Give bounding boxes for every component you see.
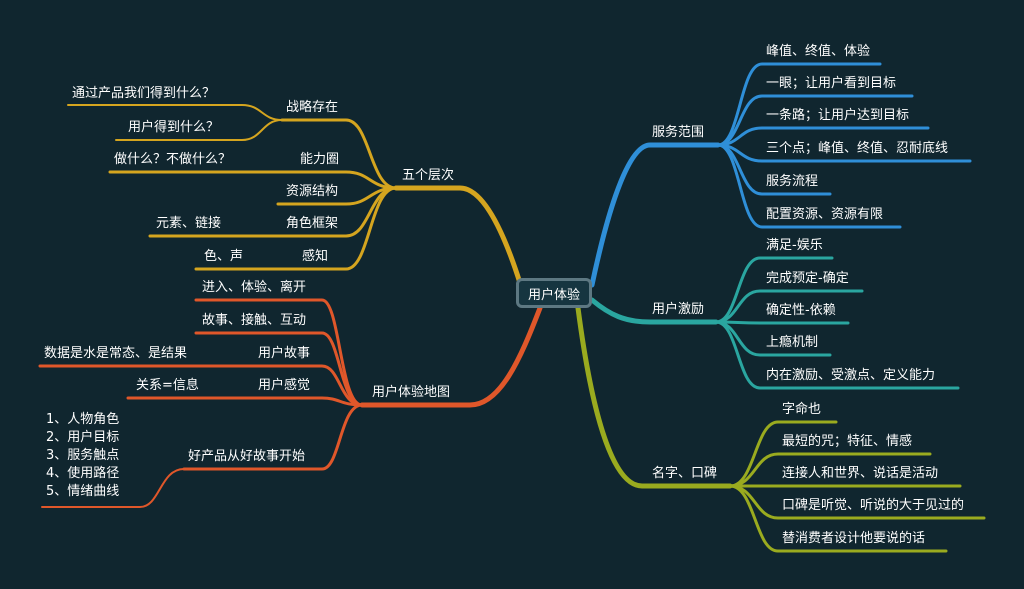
branch-five-levels-lines — [67, 104, 523, 286]
branch-user-incentive[interactable]: 用户激励 — [652, 302, 705, 317]
user-incentive-item[interactable]: 内在激励、受激点、定义能力 — [766, 368, 936, 383]
capability-item[interactable]: 做什么？不做什么？ — [114, 152, 232, 167]
strategy-item[interactable]: 通过产品我们得到什么？ — [72, 86, 216, 101]
branch-experience-map-lines — [38, 298, 543, 508]
good-product-list[interactable]: 1、人物角色 2、用户目标 3、服务触点 4、使用路径 5、情绪曲线 — [46, 411, 119, 501]
five-levels-role[interactable]: 角色框架 — [286, 216, 339, 231]
good-product-item: 3、服务触点 — [46, 448, 120, 463]
branch-service-scope-lines — [589, 62, 972, 288]
name-reputation-item[interactable]: 替消费者设计他要说的话 — [782, 531, 926, 546]
branch-experience-map[interactable]: 用户体验地图 — [372, 385, 451, 400]
user-incentive-item[interactable]: 上瘾机制 — [766, 335, 819, 350]
user-feeling-item[interactable]: 关系=信息 — [136, 378, 199, 393]
good-product-item: 4、使用路径 — [46, 466, 120, 481]
five-levels-perception[interactable]: 感知 — [302, 249, 329, 264]
service-scope-item[interactable]: 一条路；让用户达到目标 — [766, 108, 910, 123]
service-scope-item[interactable]: 配置资源、资源有限 — [766, 207, 884, 222]
good-product-item: 2、用户目标 — [46, 430, 120, 445]
experience-map-user-feeling[interactable]: 用户感觉 — [258, 378, 311, 393]
name-reputation-item[interactable]: 最短的咒；特征、情感 — [782, 434, 913, 449]
branch-service-scope[interactable]: 服务范围 — [652, 125, 705, 140]
root-node[interactable]: 用户体验 — [516, 278, 592, 308]
service-scope-item[interactable]: 三个点；峰值、终值、忍耐底线 — [766, 141, 949, 156]
experience-map-story-contact[interactable]: 故事、接触、互动 — [202, 313, 307, 328]
user-incentive-item[interactable]: 完成预定-确定 — [766, 271, 849, 286]
good-product-item: 1、人物角色 — [46, 412, 120, 427]
branch-name-reputation-lines — [575, 305, 986, 553]
name-reputation-item[interactable]: 连接人和世界、说话是活动 — [782, 466, 939, 481]
user-incentive-item[interactable]: 满足-娱乐 — [766, 238, 823, 253]
user-incentive-item[interactable]: 确定性-依赖 — [766, 303, 836, 318]
five-levels-strategy[interactable]: 战略存在 — [286, 100, 339, 115]
service-scope-item[interactable]: 峰值、终值、体验 — [766, 44, 871, 59]
experience-map-good-product[interactable]: 好产品从好故事开始 — [188, 449, 306, 464]
experience-map-user-story[interactable]: 用户故事 — [258, 346, 311, 361]
good-product-item: 5、情绪曲线 — [46, 484, 120, 499]
service-scope-item[interactable]: 服务流程 — [766, 174, 819, 189]
experience-map-enter[interactable]: 进入、体验、离开 — [202, 280, 307, 295]
five-levels-resource[interactable]: 资源结构 — [286, 184, 339, 199]
branch-user-incentive-lines — [589, 256, 960, 390]
user-story-item[interactable]: 数据是水是常态、是结果 — [44, 346, 188, 361]
role-item[interactable]: 元素、链接 — [156, 216, 222, 231]
strategy-item[interactable]: 用户得到什么？ — [128, 120, 220, 135]
five-levels-capability[interactable]: 能力圈 — [300, 152, 340, 167]
branch-name-reputation[interactable]: 名字、口碑 — [652, 466, 718, 481]
service-scope-item[interactable]: 一眼；让用户看到目标 — [766, 76, 897, 91]
branch-five-levels[interactable]: 五个层次 — [402, 168, 455, 183]
perception-item[interactable]: 色、声 — [204, 249, 244, 264]
name-reputation-item[interactable]: 口碑是听觉、听说的大于见过的 — [782, 498, 965, 513]
name-reputation-item[interactable]: 字命也 — [782, 402, 822, 417]
